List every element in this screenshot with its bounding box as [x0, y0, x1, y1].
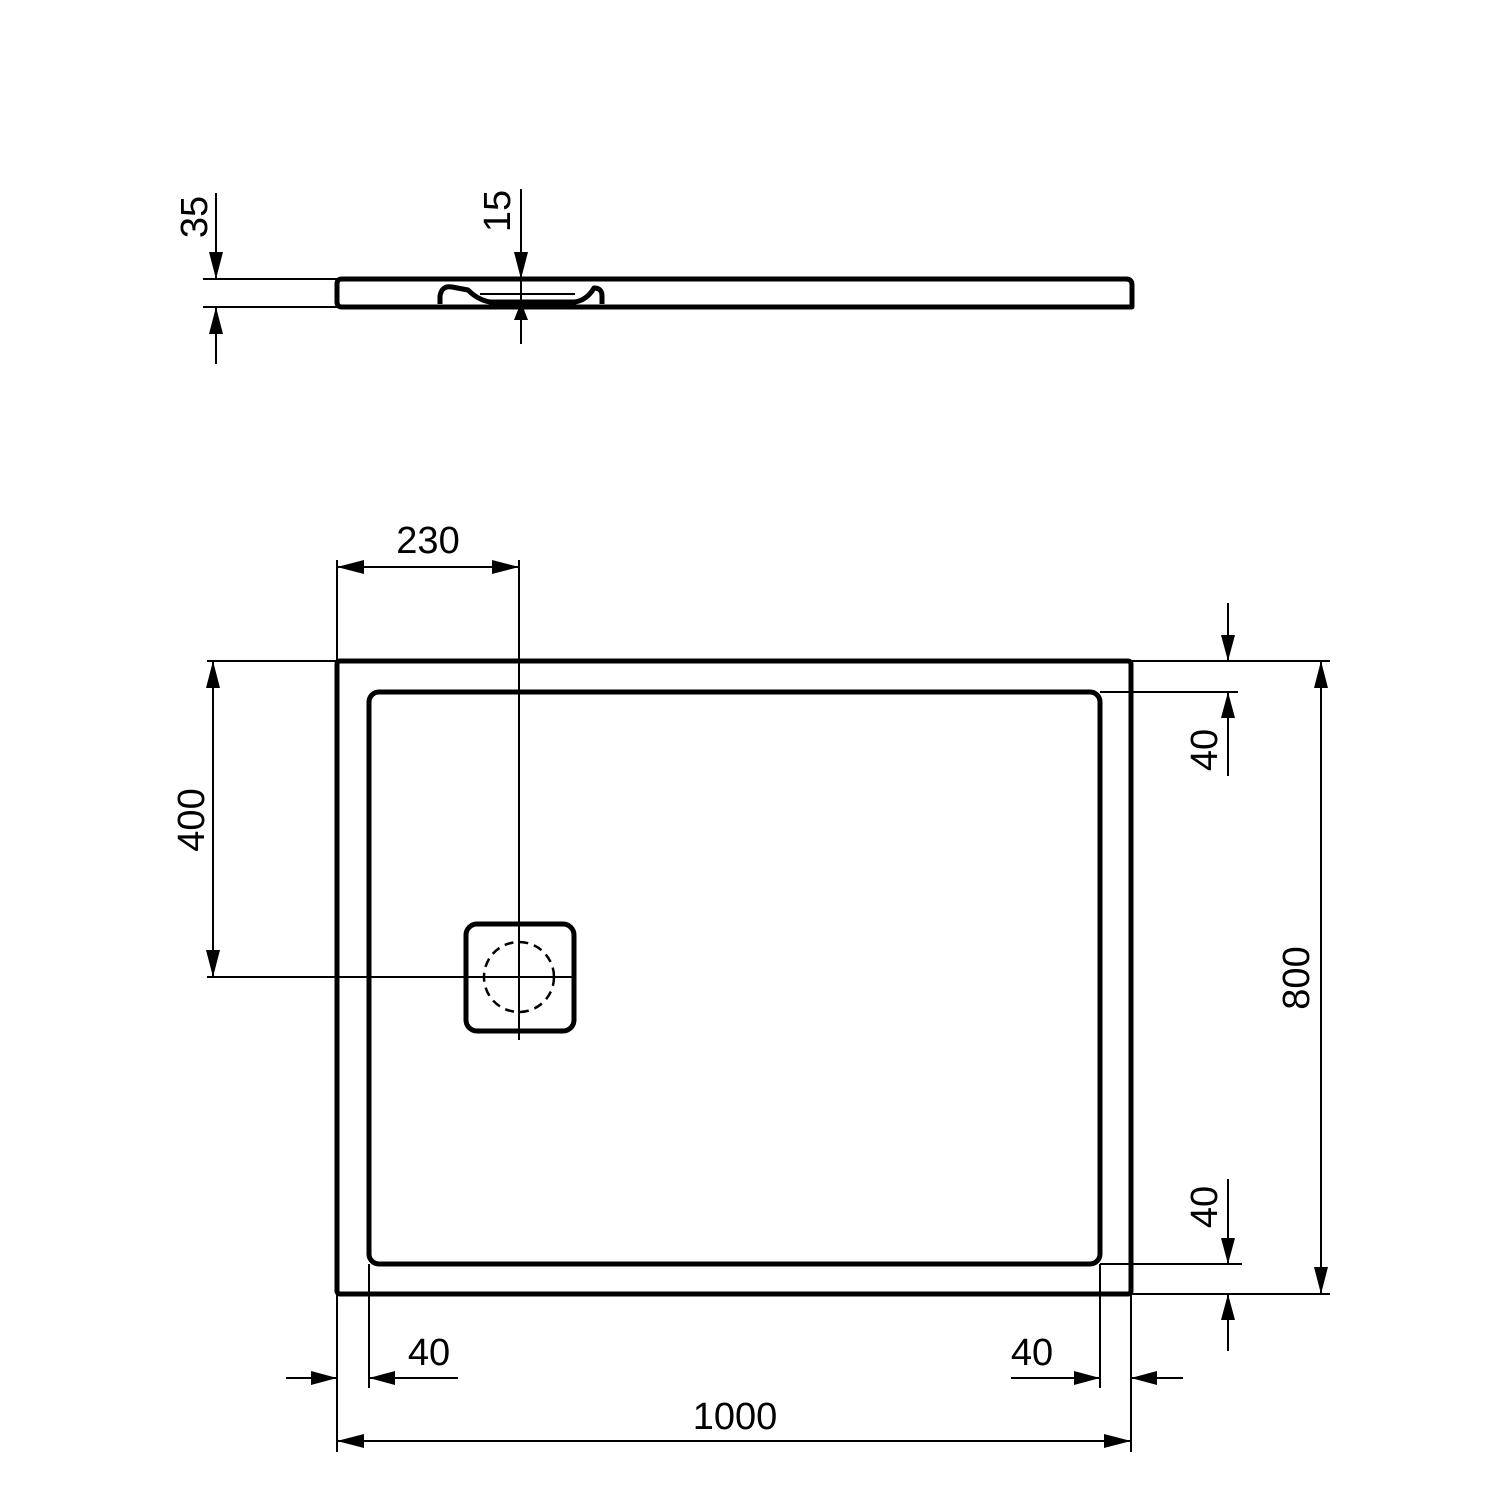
dimension-drain-offset-y: 400 — [171, 661, 220, 977]
side-profile-outline — [334, 276, 1135, 310]
dim-label-40-right: 40 — [1011, 1332, 1053, 1374]
dimension-depth: 800 — [1276, 661, 1328, 1294]
side-view: 35 15 — [174, 189, 1135, 364]
dim-label-1000: 1000 — [693, 1396, 778, 1438]
drain-recess — [437, 284, 605, 305]
dim-label-35: 35 — [174, 196, 216, 238]
dimension-drain-depth: 15 — [477, 189, 528, 344]
dimension-rim-bottom: 40 — [1184, 1179, 1235, 1351]
dim-label-40-top: 40 — [1184, 729, 1226, 771]
dimension-rim-right: 40 — [1011, 1332, 1183, 1385]
dimension-drain-offset-x: 230 — [337, 520, 519, 574]
dimension-rim-top: 40 — [1184, 603, 1235, 776]
dimension-rim-left: 40 — [286, 1332, 458, 1385]
dimension-width: 1000 — [337, 1396, 1131, 1448]
dim-label-40-bottom: 40 — [1184, 1186, 1226, 1228]
dim-label-40-left: 40 — [408, 1332, 450, 1374]
plan-view: 230 400 800 40 — [171, 520, 1330, 1452]
dim-label-400: 400 — [171, 788, 213, 851]
dim-label-800: 800 — [1276, 946, 1318, 1009]
dimension-tray-height: 35 — [174, 193, 223, 364]
dim-label-15: 15 — [477, 190, 519, 232]
dim-label-230: 230 — [396, 520, 459, 562]
